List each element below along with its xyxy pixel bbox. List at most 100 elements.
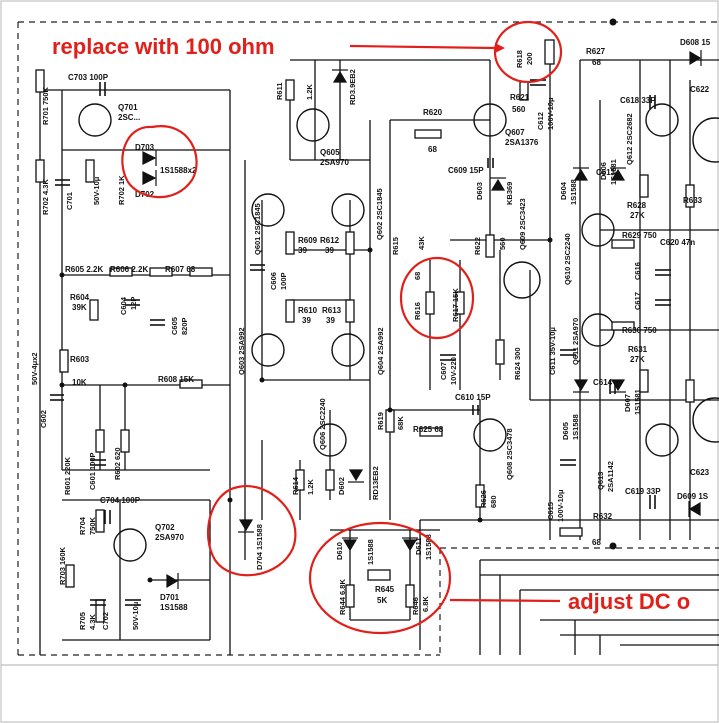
label-d602: D602 [337,477,346,495]
label-d610-type: 1S1588 [366,539,375,565]
label-c618: C618 33P [620,96,656,105]
junction-dots [59,18,617,583]
output-transistor-upper [692,117,719,163]
label-q702: Q702 [155,523,175,532]
transistor-q610 [581,213,615,247]
label-r704: R704 [78,516,87,535]
label-r702b: R702 1K [117,175,126,205]
label-c617: C617 [633,292,642,310]
label-r604: R604 [70,293,90,302]
label-r644: R644 6.8K [338,579,347,615]
label-r614: R614 [291,476,300,495]
label-q702-type: 2SA970 [155,533,184,542]
label-r613-value: 39 [326,316,335,325]
transistor-q602 [331,193,365,227]
label-q605-type: 2SA970 [320,158,349,167]
label-r703: R703 160K [58,546,67,585]
label-d603: D603 [475,182,484,200]
label-d703: D703 [135,143,155,152]
label-d701: D701 [160,593,180,602]
transistor-q702 [113,528,147,562]
label-r628-value: 27K [630,211,645,220]
label-c701-value: 50V-10μ [92,176,101,205]
label-r630: R630 750 [622,326,657,335]
label-c607-value: 10V-220 [449,357,458,385]
label-r628: R628 [627,201,647,210]
label-d604: D604 [559,181,568,200]
label-r705-value: 4.3K [88,614,97,630]
annotation-replace-text: replace with 100 ohm [52,34,275,59]
transistor-q608 [473,418,507,452]
label-r618-value: 200 [525,52,534,65]
label-r610-value: 39 [302,316,311,325]
label-r603: R603 [70,355,90,364]
label-r629: R629 750 [622,231,657,240]
capacitor-symbols [50,79,671,606]
label-d609: D609 1S [677,492,709,501]
label-r614-value: 1.2K [306,479,315,495]
label-c615: C615 [546,502,555,520]
label-r612-value: 39 [325,246,334,255]
label-r616: R616 [413,302,422,320]
label-r702: R702 4.3K [41,179,50,215]
label-r631-value: 27K [630,355,645,364]
label-r626: R626 [479,490,488,508]
label-q701: Q701 [118,103,138,112]
label-c613: C613 [596,168,616,177]
label-r609-value: 39 [298,246,307,255]
annotation-adjust-text: adjust DC o [568,589,690,614]
label-q608: Q608 2SC3478 [505,428,514,480]
label-d607-type: 1S1581 [633,389,642,415]
label-d601: RD13EB2 [371,466,380,500]
label-r606: R606 2.2K [110,265,148,274]
module-boundaries [17,21,719,656]
label-r621: R621 [510,93,530,102]
diode-symbols [142,50,702,589]
label-c703: C703 100P [68,73,109,82]
label-r616-value: 68 [413,272,422,280]
circuit-wiring [39,59,719,655]
label-r618: R618 [515,50,524,68]
label-r615: R615 [391,237,400,255]
label-r646-value: 6.8K [421,596,430,612]
label-c619: C619 33P [625,487,661,496]
label-r622: R622 [473,237,482,255]
label-r622-value: 560 [498,237,507,250]
label-c622: C622 [690,85,710,94]
label-d603-type: KB369 [505,182,514,205]
label-1s1588x2: 1S1588x2 [160,166,197,175]
label-c607: C607 [439,362,448,380]
arrow-line-replace [349,44,496,50]
label-d704: D704 1S1588 [255,524,264,570]
label-r613: R613 [322,306,342,315]
label-c704: C704 100P [100,496,141,505]
arrow-head-replace [495,43,505,53]
label-q606: Q606 2SC2240 [318,398,327,450]
label-q610: Q610 2SC2240 [563,233,572,285]
label-q601: Q601 2SC1845 [253,203,262,255]
transistor-q701 [78,103,112,137]
label-c610: C610 15P [455,393,491,402]
label-r602: R602 620 [113,447,122,480]
label-c701: C701 [65,192,74,210]
label-r625: R625 68 [413,425,444,434]
component-labels: C703 100P R701 750K Q701 2SC... D703 1S1… [30,38,711,630]
label-r604-value: 39K [72,303,87,312]
label-c702: C702 [101,612,110,630]
label-r646: R646 [411,597,420,615]
highlight-circle-r617 [399,256,475,340]
label-c602-value: 50V-4μx2 [30,352,39,385]
label-r610: R610 [298,306,318,315]
label-r617: R617 15K [451,288,460,322]
label-d611-type: 1S1588 [424,534,433,560]
label-q612: Q612 2SC2682 [625,113,634,165]
label-r631: R631 [628,345,648,354]
label-q602: Q602 2SC1845 [375,188,384,240]
red-annotations [121,20,563,635]
label-r608: R608 15K [158,375,194,384]
label-c623: C623 [690,468,710,477]
label-q701-type: 2SC... [118,113,140,122]
label-c602: C602 [39,410,48,428]
label-r705: R705 [78,612,87,630]
